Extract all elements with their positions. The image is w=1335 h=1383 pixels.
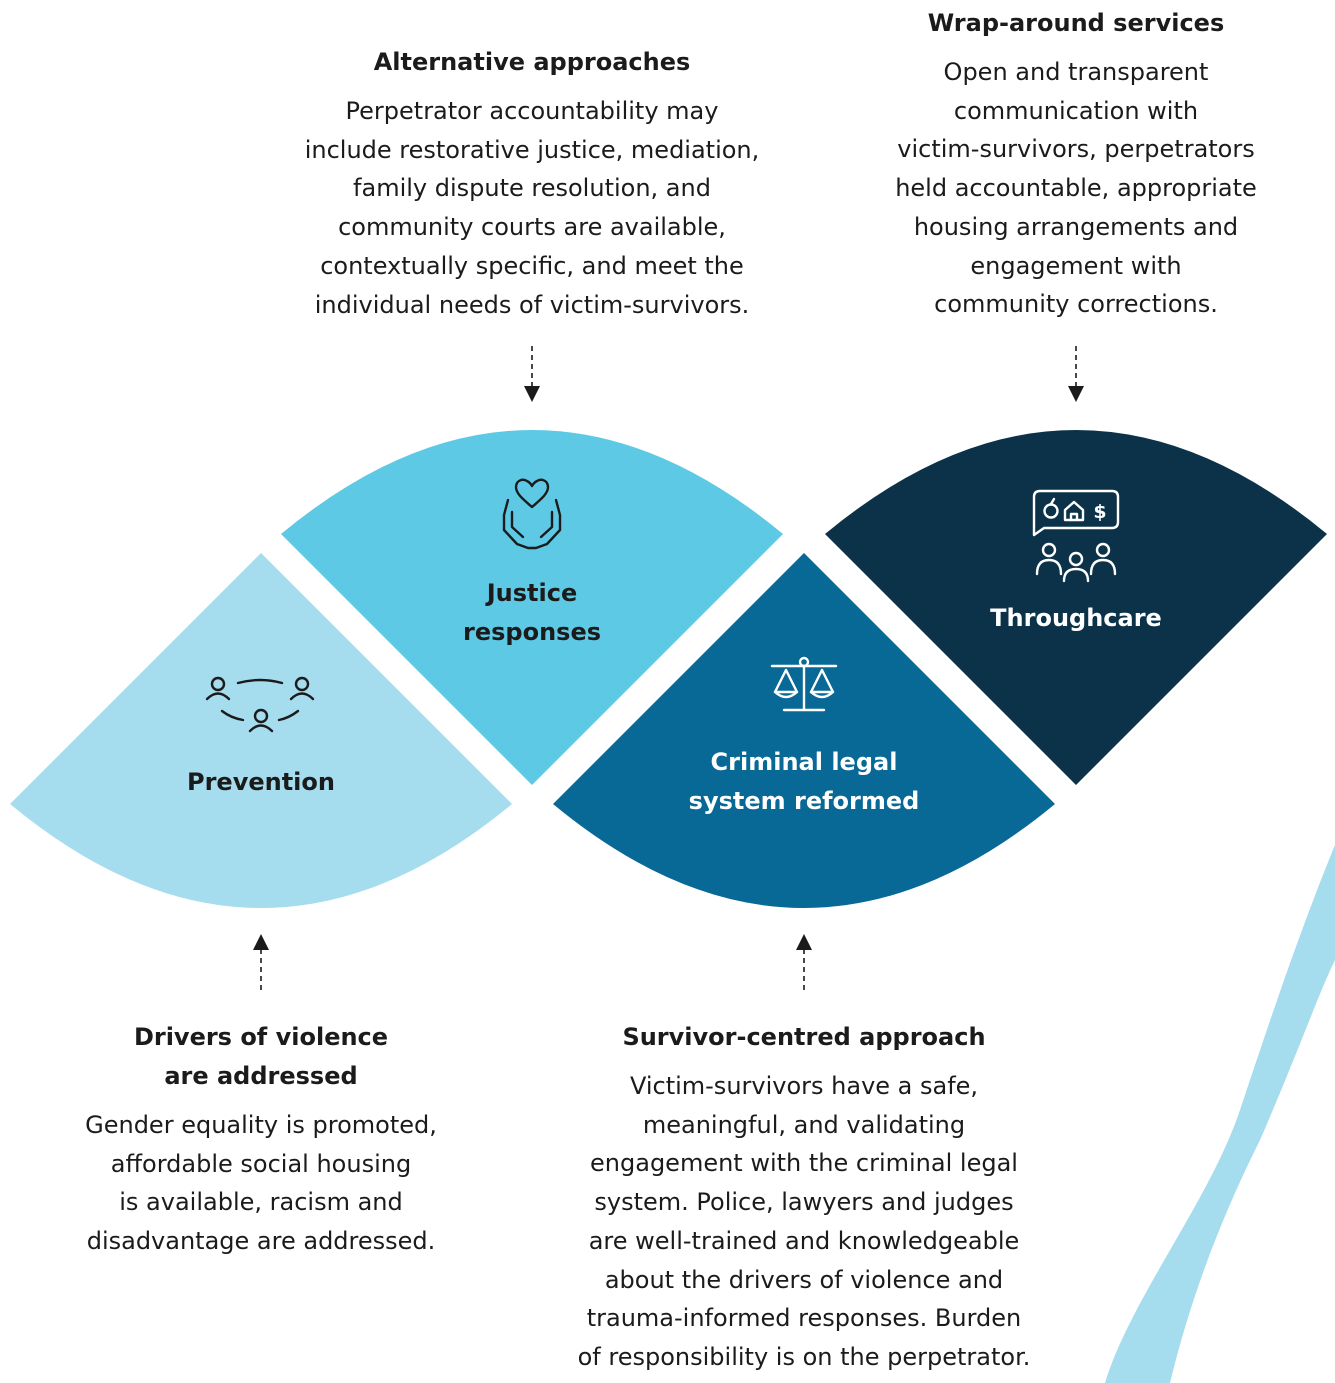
description-line: victim-survivors, perpetrators [897,135,1255,164]
description-line: Open and transparent [943,58,1209,86]
callout-description: Open and transparent communication with … [866,53,1286,324]
description-line: of responsibility is on the perpetrator. [577,1342,1031,1371]
description-line: are well-trained and knowledgeable [588,1226,1020,1255]
description-line: include restorative justice, mediation, [304,135,760,164]
description-line: Victim-survivors have a safe, [629,1072,979,1100]
criminal-legal-label: Criminal legal system reformed [664,743,944,821]
description-line: is available, racism and [119,1188,403,1217]
segment-justice [281,430,783,785]
description-line: disadvantage are addressed. [86,1227,436,1256]
callout-description: Perpetrator accountability may include r… [282,92,782,324]
description-line: engagement with [970,251,1182,280]
heart-in-hands-icon [502,478,562,550]
description-line: community corrections. [934,290,1218,319]
decorative-ribbon [1105,845,1335,1383]
prevention-label: Prevention [141,763,381,802]
prevention-label-text: Prevention [187,768,335,796]
callout-wrap-around-services: Wrap-around services Open and transparen… [866,4,1286,324]
throughcare-label-text: Throughcare [990,604,1162,632]
description-line: communication with [953,96,1199,125]
heading-line: Drivers of violence [133,1023,389,1051]
segment-throughcare [825,430,1327,785]
justice-label-line-2: responses [463,618,601,646]
description-line: Gender equality is promoted, [85,1111,437,1139]
description-line: housing arrangements and [913,212,1239,241]
description-line: family dispute resolution, and [353,174,711,203]
callout-heading: Drivers of violence are addressed [46,1018,476,1096]
justice-label: Justice responses [432,574,632,652]
segment-prevention [10,553,512,908]
svg-text:$: $ [1093,501,1106,523]
throughcare-label: Throughcare [956,599,1196,638]
description-line: held accountable, appropriate [895,174,1257,203]
segment-criminal-legal [553,553,1055,908]
heading-line: are addressed [164,1062,358,1090]
services-and-people-icon: $ [1032,489,1120,583]
description-line: meaningful, and validating [642,1110,966,1139]
scales-of-justice-icon [770,656,838,712]
callout-alternative-approaches: Alternative approaches Perpetrator accou… [282,43,782,324]
people-network-icon [205,676,315,733]
description-line: individual needs of victim-survivors. [314,290,750,319]
callout-heading: Wrap-around services [927,9,1225,37]
callout-heading: Alternative approaches [373,48,691,76]
description-line: engagement with the criminal legal [590,1149,1018,1178]
criminal-legal-label-line-2: system reformed [688,787,920,815]
description-line: about the drivers of violence and [604,1265,1004,1294]
callout-drivers-of-violence: Drivers of violence are addressed Gender… [46,1018,476,1261]
description-line: Perpetrator accountability may [345,97,719,125]
callout-description: Gender equality is promoted, affordable … [46,1106,476,1261]
description-line: contextually specific, and meet the [320,251,744,280]
callout-description: Victim-survivors have a safe, meaningful… [549,1067,1059,1377]
description-line: affordable social housing [110,1149,412,1178]
callout-survivor-centred-approach: Survivor-centred approach Victim-survivo… [549,1018,1059,1377]
callout-heading: Survivor-centred approach [622,1023,986,1051]
description-line: trauma-informed responses. Burden [586,1304,1022,1333]
description-line: system. Police, lawyers and judges [594,1188,1014,1217]
criminal-legal-label-line-1: Criminal legal [710,748,898,776]
description-line: community courts are available, [338,213,726,242]
justice-label-line-1: Justice [486,579,578,607]
